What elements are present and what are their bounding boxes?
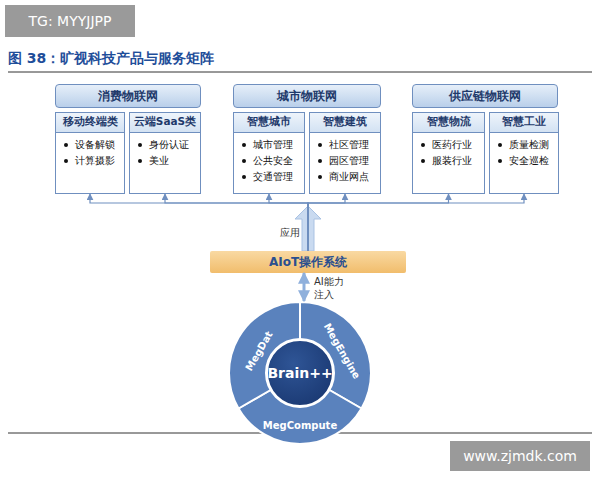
bullet-item: 商业网点: [310, 169, 380, 185]
box-heading: 云端SaaS类: [130, 113, 200, 133]
bullet-item: 美业: [130, 153, 200, 169]
bullet-item: 医药行业: [413, 137, 484, 153]
category-header: 城市物联网: [233, 84, 381, 108]
bracket-connector: [308, 194, 524, 251]
core-circle: Brain++: [265, 338, 335, 408]
bullet-item: 身份认证: [130, 137, 200, 153]
bullet-item: 城市管理: [234, 137, 304, 153]
product-box: 智慧城市城市管理公共安全交通管理: [233, 112, 305, 194]
category-title: 供应链物联网: [449, 88, 521, 105]
bullet-item: 服装行业: [413, 153, 484, 169]
capability-ring: MegDatMegEngineMegComputeBrain++: [228, 301, 372, 445]
box-heading: 移动终端类: [56, 113, 124, 133]
product-box: 移动终端类设备解锁计算摄影: [55, 112, 125, 194]
bracket-connector: [269, 194, 308, 251]
bullet-item: 园区管理: [310, 153, 380, 169]
arrow-label: 应用: [280, 226, 300, 240]
product-box: 智慧工业质量检测安全巡检: [489, 112, 559, 194]
category-header: 消费物联网: [55, 84, 201, 108]
category-title: 城市物联网: [277, 88, 337, 105]
bullet-item: 计算摄影: [56, 153, 124, 169]
product-box: 云端SaaS类身份认证美业: [129, 112, 201, 194]
bullet-item: 安全巡检: [490, 153, 558, 169]
bullet-item: 公共安全: [234, 153, 304, 169]
title-rule: [8, 72, 592, 73]
category-header: 供应链物联网: [412, 84, 558, 108]
bullet-item: 社区管理: [310, 137, 380, 153]
bullet-item: 交通管理: [234, 169, 304, 185]
segment-label: MegCompute: [263, 420, 337, 431]
double-arrow: [303, 273, 306, 301]
bullet-item: 质量检测: [490, 137, 558, 153]
watermark: www.zjmdk.com: [450, 441, 590, 471]
node-label: AIoT操作系统: [269, 254, 347, 271]
watermark: TG: MYYJJPP: [5, 5, 135, 37]
figure-title: 图 38：旷视科技产品与服务矩阵: [8, 50, 214, 68]
product-box: 智慧建筑社区管理园区管理商业网点: [309, 112, 381, 194]
bullet-item: 设备解锁: [56, 137, 124, 153]
node-label: Brain++: [267, 365, 332, 381]
platform-bar: AIoT操作系统: [210, 251, 406, 273]
box-heading: 智慧建筑: [310, 113, 380, 133]
product-box: 智慧物流医药行业服装行业: [412, 112, 485, 194]
bracket-connector: [90, 194, 308, 251]
box-heading: 智慧工业: [490, 113, 558, 133]
edge-label: AI能力 注入: [314, 275, 352, 301]
bracket-connector: [308, 194, 345, 251]
category-title: 消费物联网: [98, 88, 158, 105]
box-heading: 智慧城市: [234, 113, 304, 133]
bracket-connector: [165, 194, 308, 251]
box-heading: 智慧物流: [413, 113, 484, 133]
bracket-connector: [308, 194, 449, 251]
